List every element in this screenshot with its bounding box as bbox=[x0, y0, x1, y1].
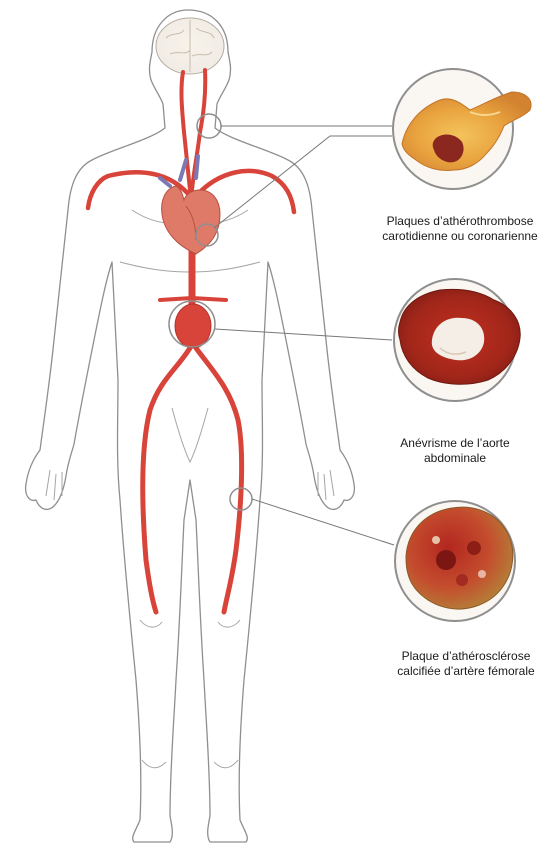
caption-femoral-plaque: Plaque d’athérosclérose calcifiée d’artè… bbox=[372, 649, 560, 679]
carotid-plaque-specimen bbox=[393, 69, 531, 189]
body-outline bbox=[26, 10, 355, 842]
aneurysm-illustration bbox=[175, 304, 211, 348]
caption-line: Plaques d’athérothrombose bbox=[360, 214, 560, 229]
caption-line: Plaque d’athérosclérose bbox=[372, 649, 560, 664]
caption-carotid-coronary: Plaques d’athérothrombose carotidienne o… bbox=[360, 214, 560, 244]
caption-line: abdominale bbox=[360, 451, 550, 466]
femoral-plaque-specimen bbox=[395, 501, 515, 621]
caption-line: carotidienne ou coronarienne bbox=[360, 229, 560, 244]
brain-illustration bbox=[156, 18, 224, 74]
aortic-aneurysm-specimen bbox=[394, 279, 520, 401]
caption-aortic-aneurysm: Anévrisme de l’aorte abdominale bbox=[360, 436, 550, 466]
caption-line: Anévrisme de l’aorte bbox=[360, 436, 550, 451]
caption-line: calcifiée d’artère fémorale bbox=[372, 664, 560, 679]
